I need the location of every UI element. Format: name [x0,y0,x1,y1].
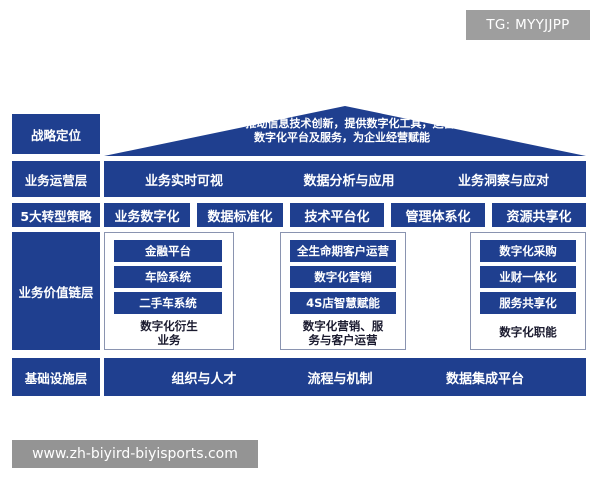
row-label-value-chain: 业务价值链层 [12,232,100,350]
strategy-cell: 技术平台化 [290,203,384,227]
operations-banner: 业务实时可视 数据分析与应用 业务洞察与应对 [104,161,586,197]
infrastructure-item: 流程与机制 [307,371,373,387]
strategy-cell: 管理体系化 [391,203,485,227]
roof-shape [104,106,586,156]
strategy-cell: 业务数字化 [104,203,190,227]
strategy-cell: 资源共享化 [492,203,586,227]
infrastructure-item: 数据集成平台 [445,371,524,387]
value-chain-caption: 数字化职能 [499,325,557,339]
roof-text-line1: 推动信息技术创新，提供数字化工具，运营 [246,116,455,130]
roof-banner: 推动信息技术创新，提供数字化工具，运营 数字化平台及服务，为企业经营赋能 [104,106,586,156]
value-chain-item: 车险系统 [114,266,222,288]
value-chain-panel-functions: 数字化采购 业财一体化 服务共享化 数字化职能 [470,232,586,350]
value-chain-item: 数字化营销 [290,266,396,288]
tg-badge: TG: MYYJJPP [466,10,590,40]
value-chain-item: 服务共享化 [480,292,576,314]
value-chain-item: 数字化采购 [480,240,576,262]
row-label-operations: 业务运营层 [12,161,100,197]
row-label-strategy: 5大转型策略 [12,203,100,227]
value-chain-item: 4S店智慧赋能 [290,292,396,314]
value-chain-item: 金融平台 [114,240,222,262]
value-chain-item: 全生命期客户运营 [290,240,396,262]
roof-text-line2: 数字化平台及服务，为企业经营赋能 [254,130,430,144]
watermark-url: www.zh-biyird-biyisports.com [12,440,258,468]
value-chain-item: 业财一体化 [480,266,576,288]
operations-item: 业务洞察与应对 [457,173,549,189]
infrastructure-banner: 组织与人才 流程与机制 数据集成平台 [104,358,586,396]
strategy-cell: 数据标准化 [197,203,283,227]
value-chain-panel-derivative: 金融平台 车险系统 二手车系统 数字化衍生 业务 [104,232,234,350]
row-label-infrastructure: 基础设施层 [12,358,100,396]
value-chain-caption: 数字化衍生 业务 [140,319,198,347]
value-chain-panel-marketing: 全生命期客户运营 数字化营销 4S店智慧赋能 数字化营销、服 务与客户运营 [280,232,406,350]
infrastructure-item: 组织与人才 [171,371,237,387]
value-chain-caption: 数字化营销、服 务与客户运营 [302,319,384,347]
row-label-positioning: 战略定位 [12,114,100,154]
operations-item: 数据分析与应用 [303,173,395,189]
value-chain-item: 二手车系统 [114,292,222,314]
operations-item: 业务实时可视 [144,173,223,189]
